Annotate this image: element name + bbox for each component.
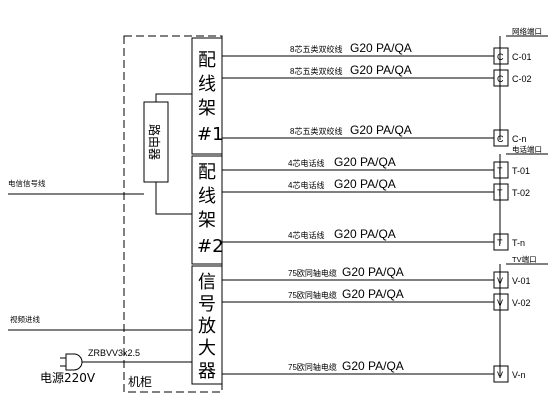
patch-panel-1 [191, 37, 223, 155]
amplifier-char-2: 号 [198, 294, 216, 315]
cable-spec-label: G20 PA/QA [334, 177, 396, 191]
patch-panel-2-char-3: 架 [198, 210, 216, 231]
cable-spec-label: G20 PA/QA [342, 265, 404, 279]
amplifier-char-1: 信 [198, 272, 216, 293]
network-line-2: 8芯五类双绞线 G20 PA/QA C C-02 [222, 63, 532, 87]
terminal-label: C-01 [512, 52, 532, 62]
cable-type-label: 75欧同轴电缆 [288, 362, 337, 372]
patch-panel-1-char-2: 线 [198, 74, 216, 95]
tv-line-2: 75欧同轴电缆 G20 PA/QA V V-02 [222, 287, 531, 311]
cable-type-label: 8芯五类双绞线 [290, 126, 342, 136]
tv-port-icon: V [497, 370, 503, 380]
network-port-icon: C [497, 74, 504, 84]
tv-port-icon: V [497, 276, 503, 286]
network-port-title: 网络端口 [512, 26, 542, 36]
network-port-icon: C [497, 52, 504, 62]
network-line-n: 8芯五类双绞线 G20 PA/QA C C-n [222, 123, 527, 147]
terminal-label: V-n [512, 370, 526, 380]
terminal-label: V-02 [512, 298, 531, 308]
amplifier-char-3: 放 [198, 316, 216, 337]
patch-panel-1-char-3: 架 [198, 98, 216, 119]
power-source-label: 电源220V [40, 371, 96, 385]
cable-spec-label: G20 PA/QA [350, 123, 412, 137]
router-label: 路由器 [147, 124, 162, 160]
tv-port-icon: V [497, 298, 503, 308]
network-port-icon: C [497, 134, 504, 144]
cable-spec-label: G20 PA/QA [350, 41, 412, 55]
tv-line-n: 75欧同轴电缆 G20 PA/QA V V-n [222, 359, 526, 383]
tv-port-title: TV端口 [512, 254, 537, 264]
cable-type-label: 75欧同轴电缆 [288, 268, 337, 278]
cable-type-label: 4芯电话线 [288, 230, 324, 240]
video-input-label: 视频进线 [10, 314, 40, 324]
terminal-label: T-02 [512, 188, 530, 198]
cable-spec-label: G20 PA/QA [334, 155, 396, 169]
amplifier-char-4: 大 [198, 338, 216, 359]
telecom-input-label: 电信信号线 [8, 178, 46, 188]
cable-spec-label: G20 PA/QA [342, 359, 404, 373]
phone-port-icon: T [497, 188, 503, 198]
cable-type-label: 4芯电话线 [288, 158, 324, 168]
signal-amplifier [191, 265, 223, 385]
phone-line-1: 4芯电话线 G20 PA/QA T T-01 [222, 155, 530, 179]
cable-type-label: 4芯电话线 [288, 180, 324, 190]
patch-panel-2-char-1: 配 [198, 162, 216, 183]
patch-panel-1-char-4: #1 [197, 124, 224, 145]
terminal-label: C-02 [512, 74, 532, 84]
cabinet-label: 机柜 [128, 375, 152, 389]
phone-port-icon: T [497, 238, 503, 248]
network-line-1: 8芯五类双绞线 G20 PA/QA C C-01 [222, 41, 532, 65]
phone-port-title: 电话端口 [512, 144, 542, 154]
patch-panel-2-char-4: #2 [197, 236, 224, 257]
patch-panel-2-char-2: 线 [198, 186, 216, 207]
cable-spec-label: G20 PA/QA [334, 227, 396, 241]
phone-line-n: 4芯电话线 G20 PA/QA T T-n [222, 227, 525, 251]
router-to-patch2 [155, 182, 192, 215]
power-cable-label: ZRBVV3x2.5 [88, 348, 140, 358]
patch-panel-2 [191, 155, 223, 265]
terminal-label: T-n [512, 238, 525, 248]
amplifier-char-5: 器 [198, 361, 216, 382]
patch-panel-1-char-1: 配 [198, 50, 216, 71]
router-to-patch1 [155, 93, 192, 102]
cable-type-label: 8芯五类双绞线 [290, 44, 342, 54]
tv-line-1: 75欧同轴电缆 G20 PA/QA V V-01 [222, 265, 531, 289]
terminal-label: V-01 [512, 276, 531, 286]
cable-type-label: 75欧同轴电缆 [288, 290, 337, 300]
terminal-label: T-01 [512, 166, 530, 176]
cable-type-label: 8芯五类双绞线 [290, 66, 342, 76]
terminal-label: C-n [512, 134, 527, 144]
cable-spec-label: G20 PA/QA [342, 287, 404, 301]
phone-line-2: 4芯电话线 G20 PA/QA T T-02 [222, 177, 530, 201]
phone-port-icon: T [497, 166, 503, 176]
cable-spec-label: G20 PA/QA [350, 63, 412, 77]
plug-icon [65, 353, 83, 371]
